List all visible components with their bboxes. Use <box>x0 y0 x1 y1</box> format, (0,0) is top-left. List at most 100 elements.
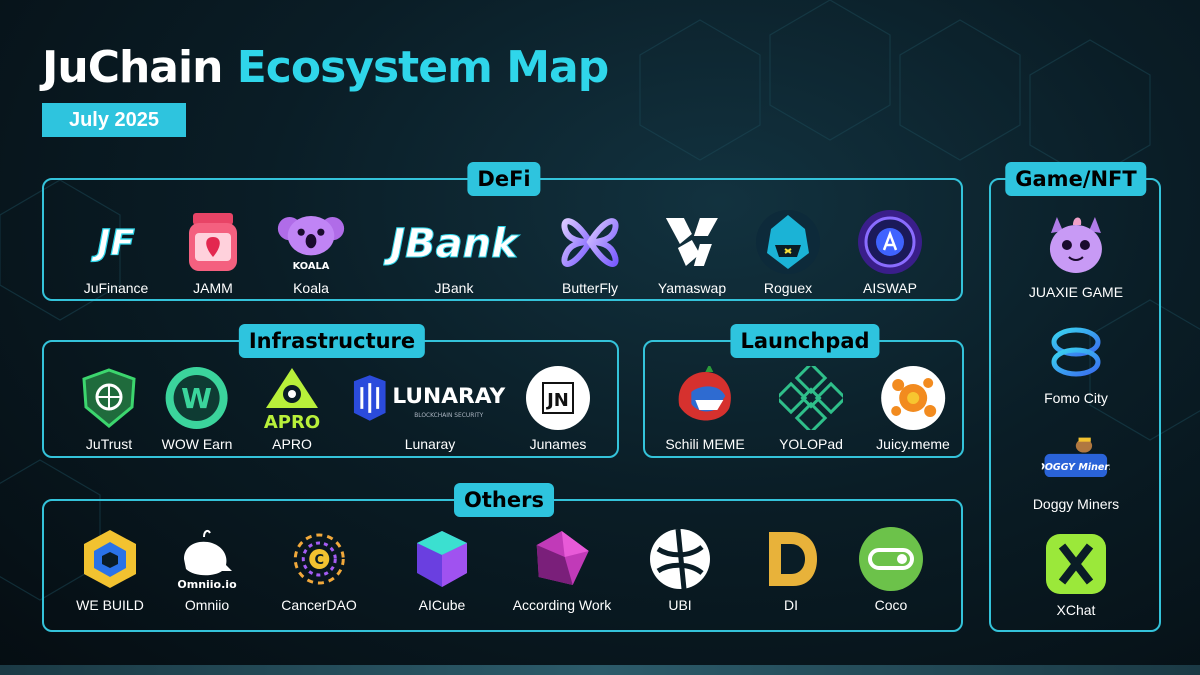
defi-item-label: JuFinance <box>83 280 149 296</box>
infrastructure-item-label: JuTrust <box>85 436 133 452</box>
title-brand: JuChain <box>42 42 223 93</box>
defi-item-yamaswap[interactable]: Yamaswap <box>658 208 726 297</box>
juaxie-monster-logo <box>1042 212 1110 280</box>
gamenft-item-xchat[interactable]: XChat <box>1042 530 1110 619</box>
infrastructure-item-lunaray[interactable]: LUNARAY BLOCKCHAIN SECURITY Lunaray <box>350 364 510 453</box>
defi-item-aiswap[interactable]: AISWAP <box>856 208 924 297</box>
others-item-label: CancerDAO <box>281 597 357 613</box>
defi-item-label: ButterFly <box>561 280 618 296</box>
others-item-cancerdao[interactable]: C CancerDAO <box>281 525 357 614</box>
gamenft-item-doggy-miners[interactable]: DOGGY Miners Doggy Miners <box>1033 424 1119 513</box>
infrastructure-item-jutrust[interactable]: JuTrust <box>75 364 143 453</box>
launchpad-item-label: Schili MEME <box>665 436 745 452</box>
infrastructure-panel: Infrastructure JuTrust W WOW Earn <box>42 324 619 458</box>
roguex-logo <box>754 208 822 276</box>
aiswap-logo <box>856 208 924 276</box>
svg-text:KOALA: KOALA <box>293 261 330 272</box>
svg-text:JBank: JBank <box>383 221 520 267</box>
defi-item-label: JAMM <box>193 280 233 296</box>
infrastructure-item-label: APRO <box>272 436 312 452</box>
junames-logo: JN <box>524 364 592 432</box>
xchat-logo <box>1042 530 1110 598</box>
gamenft-panel: Game/NFT JUAXIE GAME <box>989 162 1161 632</box>
defi-item-jamm[interactable]: JAMM <box>179 208 247 297</box>
infrastructure-item-label: WOW Earn <box>161 436 233 452</box>
omniio-whale-logo: Omniio.io <box>173 525 241 593</box>
defi-item-label: AISWAP <box>863 280 917 296</box>
di-logo <box>757 525 825 593</box>
svg-text:JN: JN <box>545 390 569 411</box>
wow-earn-logo: W <box>163 364 231 432</box>
jufinance-logo: JF <box>82 208 150 276</box>
defi-item-jufinance[interactable]: JF JuFinance <box>82 208 150 297</box>
launchpad-item-label: Juicy.meme <box>876 436 950 452</box>
others-section-label: Others <box>454 483 554 517</box>
infrastructure-item-wow-earn[interactable]: W WOW Earn <box>161 364 233 453</box>
defi-item-label: JBank <box>434 280 474 296</box>
butterfly-logo <box>556 208 624 276</box>
gamenft-item-fomo-city[interactable]: Fomo City <box>1042 318 1110 407</box>
launchpad-section-label: Launchpad <box>730 324 880 358</box>
defi-section-label: DeFi <box>467 162 541 196</box>
juicy-splash-logo <box>879 364 947 432</box>
defi-item-roguex[interactable]: Roguex <box>754 208 822 297</box>
others-item-omniio[interactable]: Omniio.io Omniio <box>173 525 241 614</box>
gamenft-section-label: Game/NFT <box>1005 162 1147 196</box>
defi-item-label: Roguex <box>763 280 813 296</box>
title-accent: Ecosystem Map <box>236 42 609 93</box>
ubi-logo <box>646 525 714 593</box>
defi-item-koala[interactable]: KOALA Koala <box>277 208 345 297</box>
others-item-di[interactable]: DI <box>757 525 825 614</box>
svg-text:JF: JF <box>91 223 135 264</box>
svg-text:APRO: APRO <box>264 412 320 430</box>
others-item-label: UBI <box>668 597 692 613</box>
others-panel: Others WE BUILD Omniio.io Omniio <box>42 483 963 632</box>
others-item-label: According Work <box>512 597 612 613</box>
svg-text:W: W <box>182 382 213 415</box>
we-build-logo <box>76 525 144 593</box>
others-item-label: AICube <box>418 597 466 613</box>
koala-logo: KOALA <box>277 208 345 276</box>
jbank-logo: JBank <box>374 208 534 276</box>
infrastructure-item-apro[interactable]: APRO APRO <box>258 364 326 453</box>
gamenft-item-label: Doggy Miners <box>1032 496 1120 512</box>
defi-item-label: Koala <box>293 280 329 296</box>
svg-text:DOGGY Miners: DOGGY Miners <box>1042 462 1110 473</box>
aicube-logo <box>408 525 476 593</box>
gamenft-item-juaxie-game[interactable]: JUAXIE GAME <box>1029 212 1123 301</box>
gamenft-item-label: Fomo City <box>1044 390 1108 406</box>
bottom-accent-bar <box>0 665 1200 675</box>
launchpad-item-juicy-meme[interactable]: Juicy.meme <box>876 364 950 453</box>
others-item-we-build[interactable]: WE BUILD <box>76 525 144 614</box>
jam-jar-logo <box>179 208 247 276</box>
apro-logo: APRO <box>258 364 326 432</box>
yolopad-logo <box>777 364 845 432</box>
others-item-label: Omniio <box>184 597 230 613</box>
yamaswap-logo <box>658 208 726 276</box>
fomo-city-logo <box>1042 318 1110 386</box>
svg-text:LUNARAY: LUNARAY <box>392 384 505 409</box>
infrastructure-section-label: Infrastructure <box>238 324 426 358</box>
jutrust-shield-logo <box>75 364 143 432</box>
others-item-aicube[interactable]: AICube <box>408 525 476 614</box>
according-work-logo <box>528 525 596 593</box>
launchpad-panel: Launchpad Schili MEME YO <box>643 324 964 458</box>
gamenft-item-label: JUAXIE GAME <box>1028 284 1124 300</box>
others-item-ubi[interactable]: UBI <box>646 525 714 614</box>
defi-item-jbank[interactable]: JBank JBank <box>374 208 534 297</box>
coco-logo <box>857 525 925 593</box>
defi-panel: DeFi JF JuFinance JAMM <box>42 162 963 301</box>
others-item-coco[interactable]: Coco <box>857 525 925 614</box>
others-item-according-work[interactable]: According Work <box>512 525 612 614</box>
cancerdao-logo: C <box>285 525 353 593</box>
svg-text:C: C <box>314 553 324 568</box>
defi-item-label: Yamaswap <box>657 280 727 296</box>
others-item-label: Coco <box>874 597 908 613</box>
lunaray-logo: LUNARAY BLOCKCHAIN SECURITY <box>350 364 510 432</box>
svg-text:Omniio.io: Omniio.io <box>177 578 237 591</box>
infrastructure-item-junames[interactable]: JN Junames <box>524 364 592 453</box>
launchpad-item-yolopad[interactable]: YOLOPad <box>777 364 845 453</box>
gamenft-item-label: XChat <box>1056 602 1096 618</box>
launchpad-item-schili-meme[interactable]: Schili MEME <box>665 364 745 453</box>
defi-item-butterfly[interactable]: ButterFly <box>556 208 624 297</box>
